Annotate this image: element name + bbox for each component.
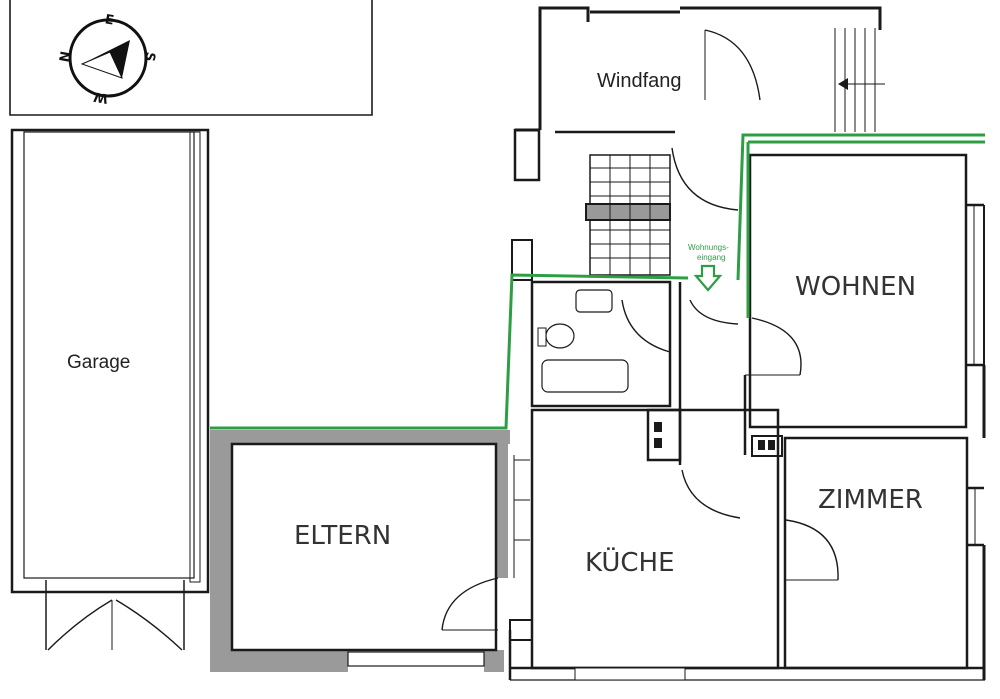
label-zimmer: ZIMMER xyxy=(818,485,923,515)
label-garage: Garage xyxy=(67,352,130,373)
zimmer-room xyxy=(751,435,986,680)
compass-east: E xyxy=(104,12,115,28)
label-entrance-line1: Wohnungs- xyxy=(688,243,729,252)
compass-south: S xyxy=(141,51,157,63)
hallway xyxy=(646,282,802,519)
label-wohnen: WOHNEN xyxy=(795,272,916,302)
eltern-room xyxy=(210,430,510,672)
compass-rose: N E S W xyxy=(57,12,157,105)
label-eltern: ELTERN xyxy=(294,521,391,551)
compass-west: W xyxy=(93,88,110,105)
label-kueche: KÜCHE xyxy=(585,546,675,578)
apartment-boundary xyxy=(210,133,985,430)
kueche-room xyxy=(508,408,985,681)
stair-and-windfang xyxy=(511,6,885,281)
entrance-arrow-icon xyxy=(693,264,723,292)
label-windfang: Windfang xyxy=(597,70,682,92)
garage-room xyxy=(10,128,210,651)
bathroom xyxy=(530,280,672,408)
wohnen-room xyxy=(748,153,986,438)
compass-north: N xyxy=(57,50,74,63)
neighbor-building xyxy=(9,0,373,116)
label-entrance-line2: eingang xyxy=(697,253,725,262)
